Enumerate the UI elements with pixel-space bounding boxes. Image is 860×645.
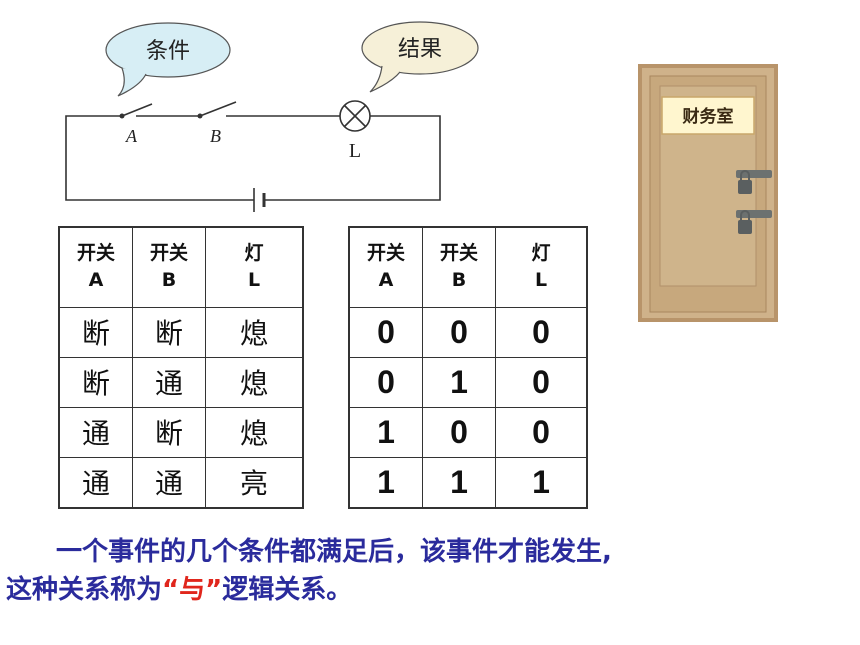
switch-a-pivot (119, 113, 125, 119)
table-cell: 1 (348, 406, 423, 458)
switch-a-label: A (125, 126, 138, 146)
table-cell: 通 (132, 356, 206, 408)
padlock-icon (736, 210, 772, 234)
table-cell: 1 (422, 456, 496, 508)
table-cell: 0 (348, 356, 423, 408)
table-row: 通断熄 (58, 406, 304, 458)
table-cell: 通 (58, 456, 133, 508)
lamp-icon (339, 100, 371, 132)
door-sign-label: 财务室 (682, 106, 734, 127)
result-bubble-label: 结果 (398, 37, 442, 62)
table-cell: 断 (132, 306, 206, 358)
table-cell: 0 (495, 356, 588, 408)
condition-bubble: 条件 (105, 22, 231, 97)
table-cell: 断 (58, 306, 133, 358)
switch-b-label: B (210, 126, 221, 146)
caption-line-2-prefix: 这种关系称为 (6, 575, 163, 605)
battery-icon (253, 188, 266, 212)
table-cell: 断 (132, 406, 206, 458)
caption-line-2: 这种关系称为“与”逻辑关系。 (6, 575, 352, 605)
table-cell: 熄 (205, 406, 304, 458)
table-cell: 1 (422, 356, 496, 408)
table-row: 断断熄 (58, 306, 304, 358)
lamp-label: L (349, 140, 361, 162)
table-row: 通通亮 (58, 456, 304, 508)
circuit-diagram: 条件 结果 A B L (65, 21, 479, 212)
table-cell: 0 (495, 306, 588, 358)
table-cell: 0 (495, 406, 588, 458)
caption-line-1: 一个事件的几个条件都满足后，该事件才能发生, (56, 537, 612, 567)
door-sign-plate (661, 96, 755, 135)
table-cell: 0 (348, 306, 423, 358)
result-bubble: 结果 (361, 21, 479, 93)
caption-line-2-suffix: 逻辑关系。 (222, 575, 353, 605)
table-cell: 1 (495, 456, 588, 508)
table-row: 断通熄 (58, 356, 304, 408)
caption-highlight: “与” (162, 575, 223, 605)
table-cell: 0 (422, 306, 496, 358)
table-cell: 1 (348, 456, 423, 508)
table-cell: 0 (422, 406, 496, 458)
table-cell: 熄 (205, 356, 304, 408)
condition-bubble-label: 条件 (146, 39, 190, 64)
caption-text: 一个事件的几个条件都满足后，该事件才能发生, 这种关系称为“与”逻辑关系。 (6, 533, 856, 609)
finance-room-door: 财务室 (638, 64, 778, 322)
table-cell: 熄 (205, 306, 304, 358)
table-cell: 通 (132, 456, 206, 508)
switch-b-pivot (197, 113, 203, 119)
table-cell: 断 (58, 356, 133, 408)
padlock-icon (736, 170, 772, 194)
table-cell: 亮 (205, 456, 304, 508)
table-cell: 通 (58, 406, 133, 458)
circuit-wires (65, 101, 441, 201)
